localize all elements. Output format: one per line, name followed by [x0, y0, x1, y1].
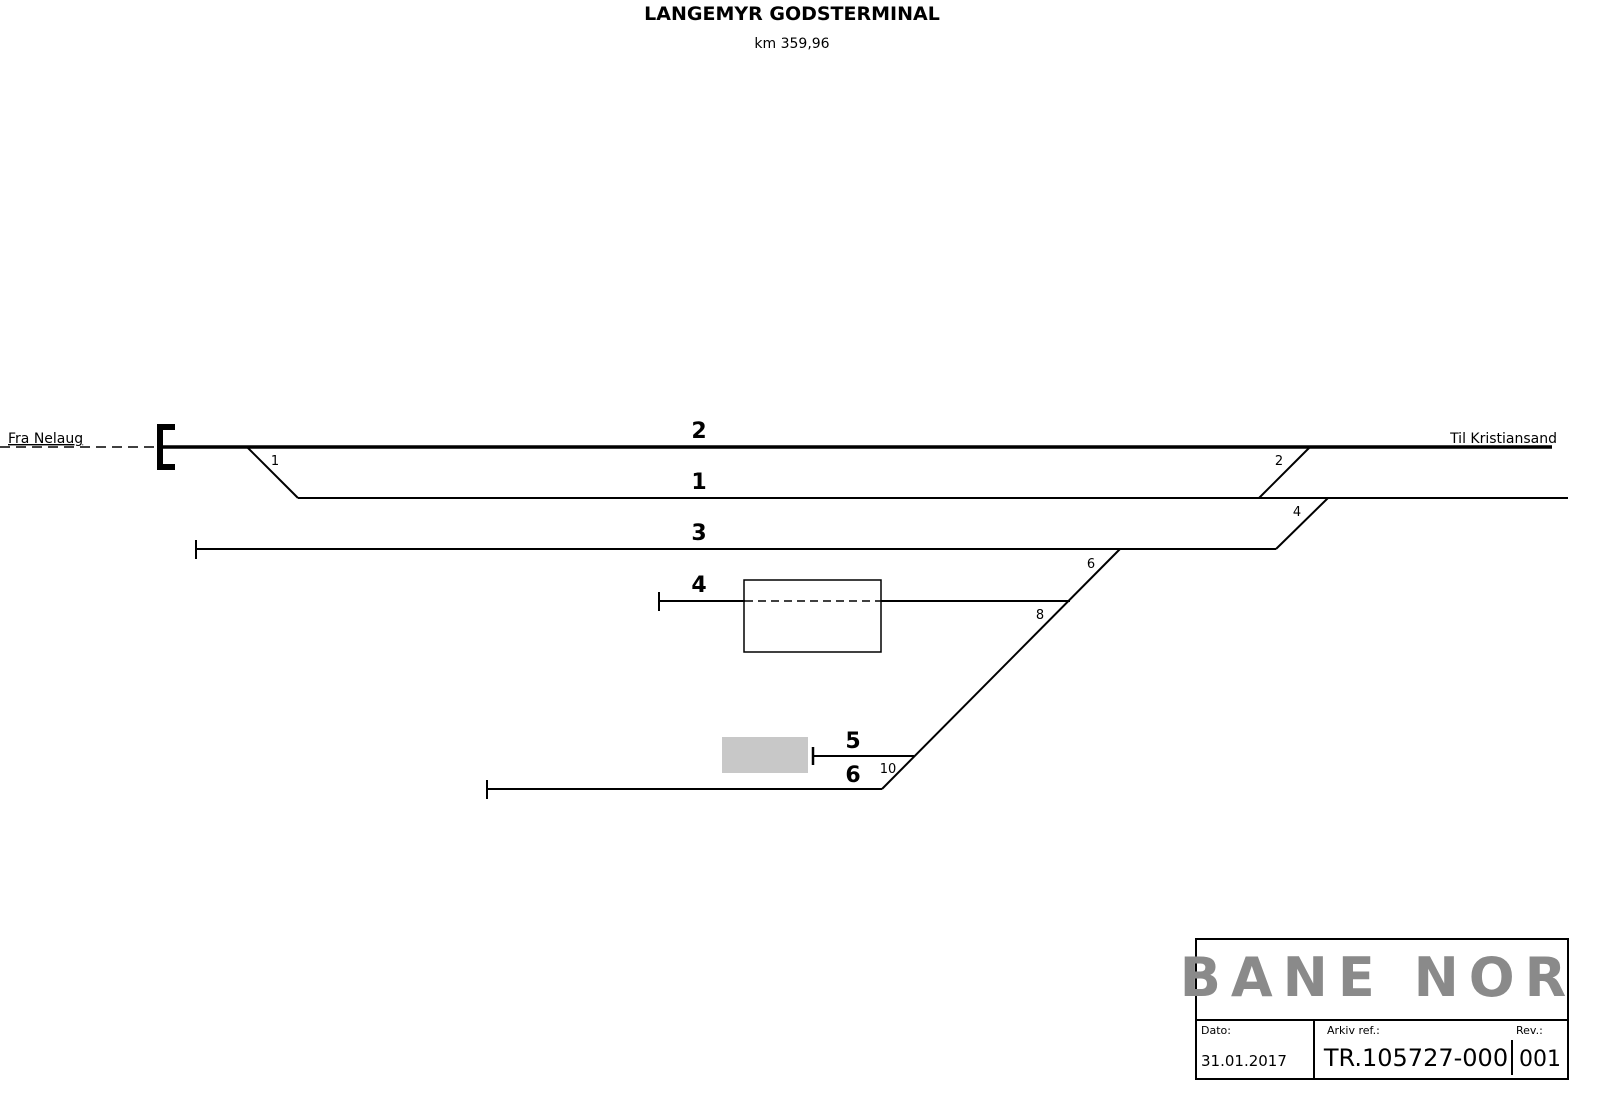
- archive-value: TR.105727-000: [1323, 1044, 1508, 1072]
- switch-6-line: [881, 548, 1121, 790]
- track-label: 3: [691, 521, 706, 546]
- track-label: 1: [691, 470, 706, 495]
- switch-label: 6: [1087, 557, 1095, 572]
- switch-label: 1: [271, 454, 279, 469]
- switch-4-line: [1275, 497, 1329, 550]
- rev-label: Rev.:: [1516, 1024, 1543, 1037]
- terminal-building: [743, 579, 882, 653]
- track-label: 5: [845, 729, 860, 754]
- direction-to: Til Kristiansand: [1449, 431, 1557, 447]
- archive-label: Arkiv ref.:: [1327, 1024, 1380, 1037]
- date-value: 31.01.2017: [1201, 1052, 1287, 1070]
- title-block: BANE NOR Dato: 31.01.2017 Arkiv ref.: TR…: [1180, 938, 1577, 1080]
- date-label: Dato:: [1201, 1024, 1231, 1037]
- switch-1-line: [246, 446, 299, 499]
- track-label: 6: [845, 763, 860, 788]
- switch-2-line: [1258, 446, 1311, 499]
- diagram-title: LANGEMYR GODSTERMINAL: [644, 3, 940, 25]
- direction-from: Fra Nelaug: [8, 431, 83, 447]
- switch-label: 4: [1293, 505, 1301, 520]
- rev-value: 001: [1519, 1047, 1561, 1072]
- bane-nor-logo: BANE NOR: [1180, 946, 1577, 1009]
- track-lines: [0, 424, 1568, 799]
- track-label: 2: [691, 419, 706, 444]
- track-label: 4: [691, 573, 706, 598]
- switch-label: 8: [1036, 608, 1044, 623]
- switch-label: 2: [1275, 454, 1283, 469]
- platform: [722, 737, 808, 773]
- km-label: km 359,96: [754, 36, 829, 52]
- switch-label: 10: [880, 762, 897, 777]
